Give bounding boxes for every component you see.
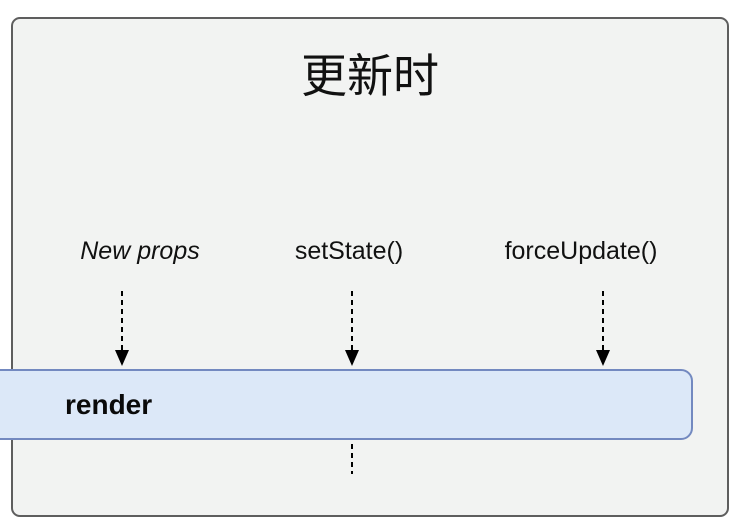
render-box[interactable]: render	[0, 369, 693, 440]
arrow-setstate-to-render	[345, 291, 359, 366]
arrowhead-down-icon	[596, 350, 610, 366]
trigger-setstate: setState()	[294, 237, 404, 265]
arrow-shaft	[602, 291, 604, 350]
arrow-forceupdate-to-render	[596, 291, 610, 366]
render-output-dashed-line	[351, 444, 353, 474]
diagram-title: 更新时	[301, 50, 439, 102]
arrow-shaft	[121, 291, 123, 350]
arrowhead-down-icon	[345, 350, 359, 366]
update-phase-panel: 更新时	[11, 17, 729, 517]
trigger-new-props: New props	[80, 237, 200, 265]
arrowhead-down-icon	[115, 350, 129, 366]
arrow-new-props-to-render	[115, 291, 129, 366]
arrow-shaft	[351, 291, 353, 350]
render-label: render	[65, 388, 153, 420]
trigger-forceupdate: forceUpdate()	[504, 237, 658, 265]
